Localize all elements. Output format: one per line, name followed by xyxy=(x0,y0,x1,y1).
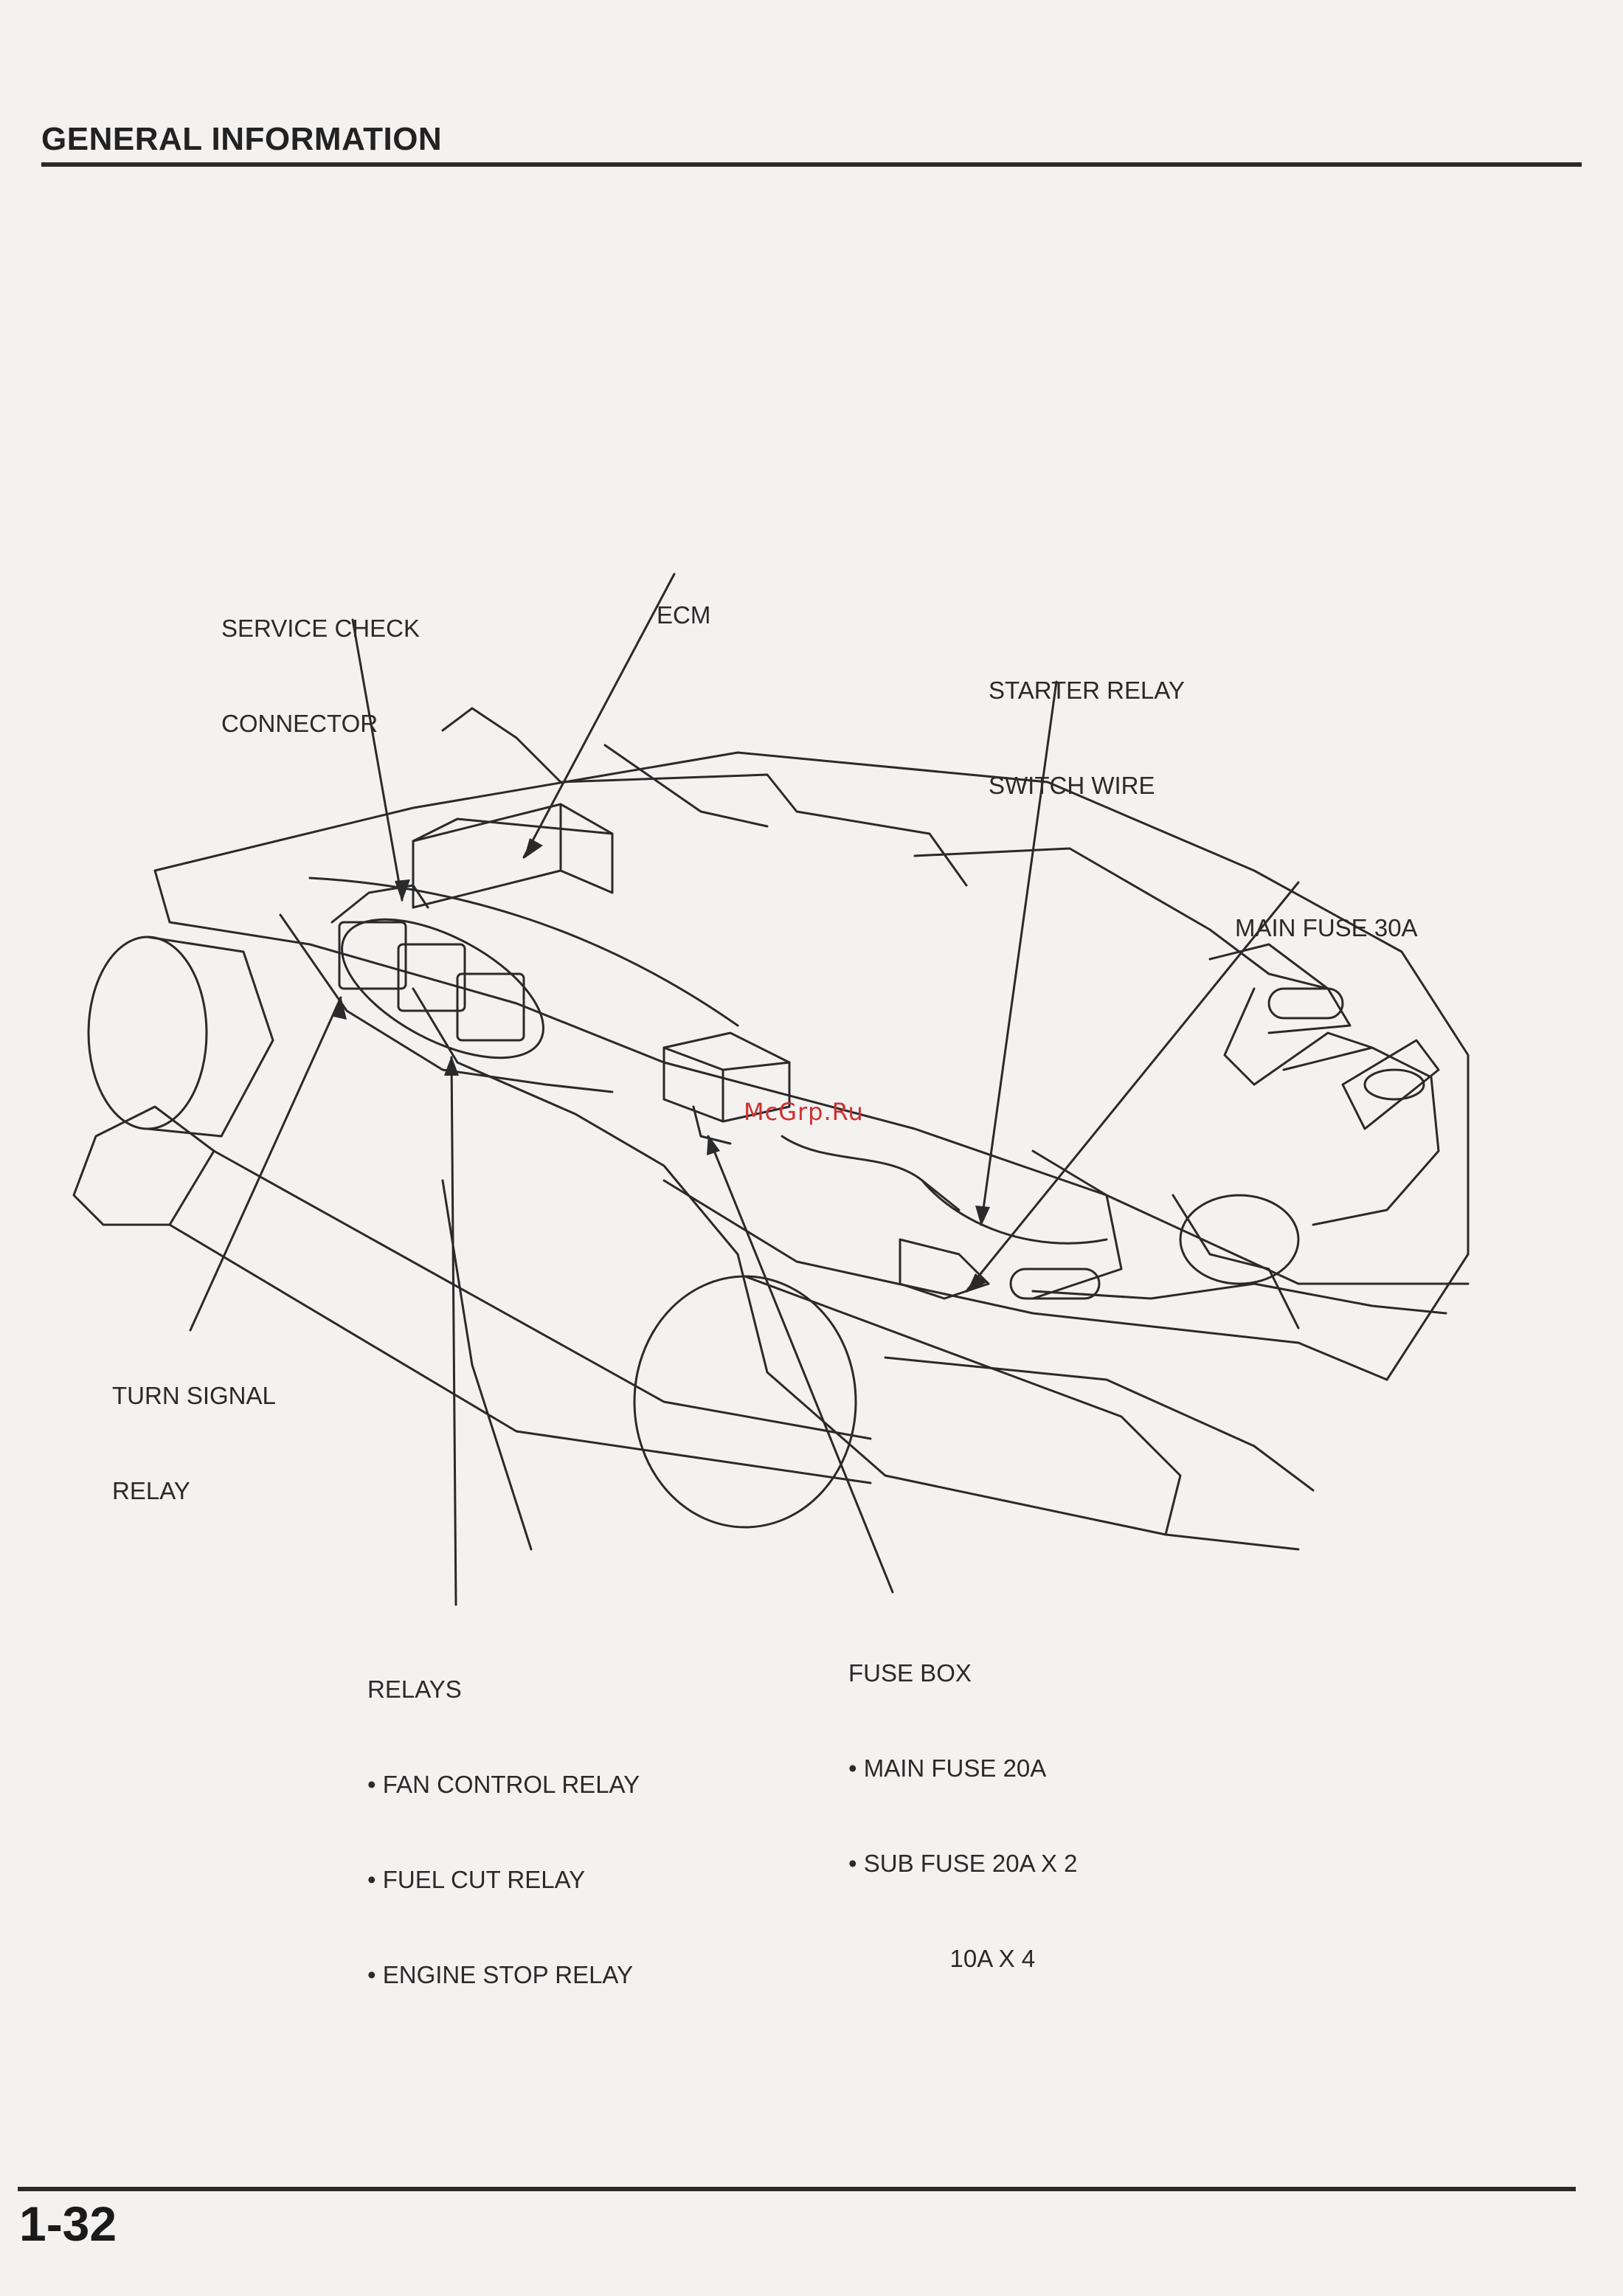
header-rule xyxy=(41,162,1582,167)
footer-rule xyxy=(18,2187,1576,2191)
label-line: RELAY xyxy=(112,1477,190,1504)
wiring-harness xyxy=(308,876,1123,1300)
frame-outline xyxy=(153,707,1470,1551)
label-service-check-connector: SERVICE CHECK CONNECTOR xyxy=(221,549,420,771)
label-line: • ENGINE STOP RELAY xyxy=(367,1961,634,1988)
label-line: 10A X 4 xyxy=(848,1945,1036,1972)
label-line: FUSE BOX xyxy=(848,1659,972,1687)
label-line: • FAN CONTROL RELAY xyxy=(367,1771,640,1798)
callout-leader-lines xyxy=(189,573,1300,1606)
label-line: • SUB FUSE 20A X 2 xyxy=(848,1850,1078,1877)
label-line: • FUEL CUT RELAY xyxy=(367,1866,586,1893)
label-line: MAIN FUSE 30A xyxy=(1235,914,1418,941)
label-line: SWITCH WIRE xyxy=(989,772,1155,799)
label-relays: RELAYS • FAN CONTROL RELAY • FUEL CUT RE… xyxy=(367,1610,640,2022)
label-starter-relay-switch-wire: STARTER RELAY SWITCH WIRE xyxy=(989,611,1185,833)
label-fuse-box: FUSE BOX • MAIN FUSE 20A • SUB FUSE 20A … xyxy=(848,1594,1078,2006)
label-main-fuse-30a: MAIN FUSE 30A xyxy=(1235,848,1418,975)
label-line: TURN SIGNAL xyxy=(112,1382,276,1409)
page-header-title: GENERAL INFORMATION xyxy=(41,121,443,157)
label-line: • MAIN FUSE 20A xyxy=(848,1754,1047,1782)
label-line: RELAYS xyxy=(367,1676,462,1703)
label-line: CONNECTOR xyxy=(221,710,378,737)
label-line: SERVICE CHECK xyxy=(221,615,420,642)
label-line: STARTER RELAY xyxy=(989,677,1185,704)
rear-subframe xyxy=(1172,943,1440,1329)
label-line: ECM xyxy=(657,601,711,629)
callout-arrowheads xyxy=(333,838,990,1293)
fuse-box xyxy=(662,1031,791,1145)
relay-cluster xyxy=(331,884,544,1059)
label-turn-signal-relay: TURN SIGNAL RELAY xyxy=(112,1316,276,1538)
exhaust-pipe xyxy=(72,936,1182,1536)
label-ecm: ECM xyxy=(657,536,710,663)
page-number: 1-32 xyxy=(19,2196,117,2251)
watermark-text: McGrp.Ru xyxy=(744,1098,864,1126)
ecm-box xyxy=(412,803,614,909)
